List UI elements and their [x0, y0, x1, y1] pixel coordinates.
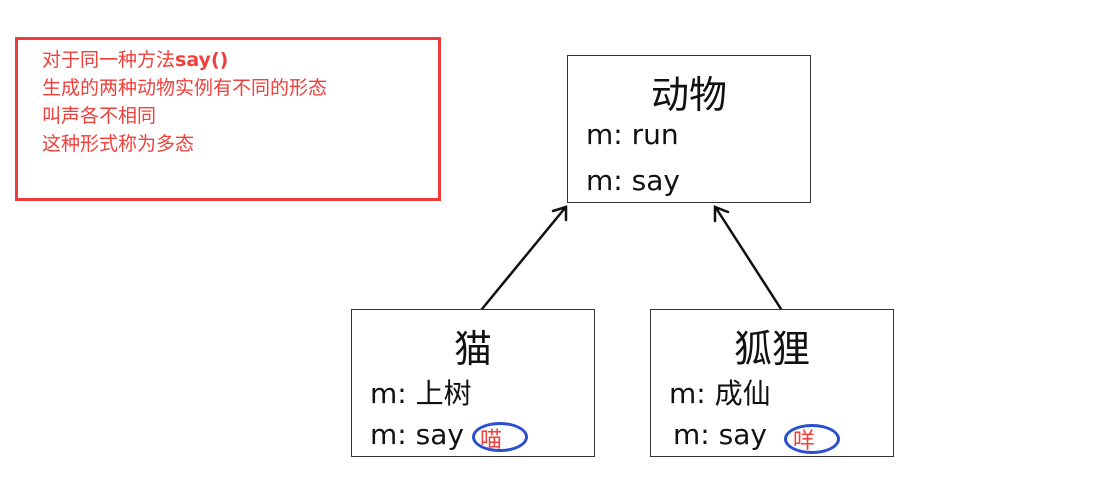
class-box-cat: 猫 m: 上树 m: say 喵 — [351, 309, 595, 457]
polymorphism-note: 对于同一种方法say() 生成的两种动物实例有不同的形态 叫声各不相同 这种形式… — [15, 37, 441, 201]
method-become-immortal: m: 成仙 — [669, 377, 771, 410]
say-method-code: say() — [175, 49, 229, 71]
arrowhead-icon — [713, 205, 730, 223]
class-box-animal: 动物 m: run m: say — [567, 55, 811, 203]
cat-to-animal-arrow — [480, 206, 567, 311]
class-name: 猫 — [453, 327, 492, 371]
note-line-1: 对于同一种方法say() — [42, 49, 229, 71]
method-say: m: say — [673, 418, 767, 451]
cat-sound: 喵 — [480, 428, 503, 453]
fox-sound: 咩 — [793, 429, 816, 454]
note-line-4: 这种形式称为多态 — [42, 133, 195, 155]
note-line-3: 叫声各不相同 — [42, 105, 157, 127]
method-run: m: run — [586, 118, 679, 151]
sound-circle-annotation — [784, 424, 840, 454]
fox-to-animal-arrow — [714, 206, 783, 311]
class-name: 动物 — [650, 73, 727, 117]
note-line-2: 生成的两种动物实例有不同的形态 — [42, 77, 328, 99]
method-say: m: say — [370, 418, 464, 451]
arrowhead-icon — [551, 205, 568, 222]
class-box-fox: 狐狸 m: 成仙 m: say 咩 — [650, 309, 894, 457]
sound-circle-annotation — [472, 422, 528, 452]
class-name: 狐狸 — [733, 327, 810, 371]
method-climb-tree: m: 上树 — [370, 377, 472, 410]
method-say: m: say — [586, 164, 680, 197]
